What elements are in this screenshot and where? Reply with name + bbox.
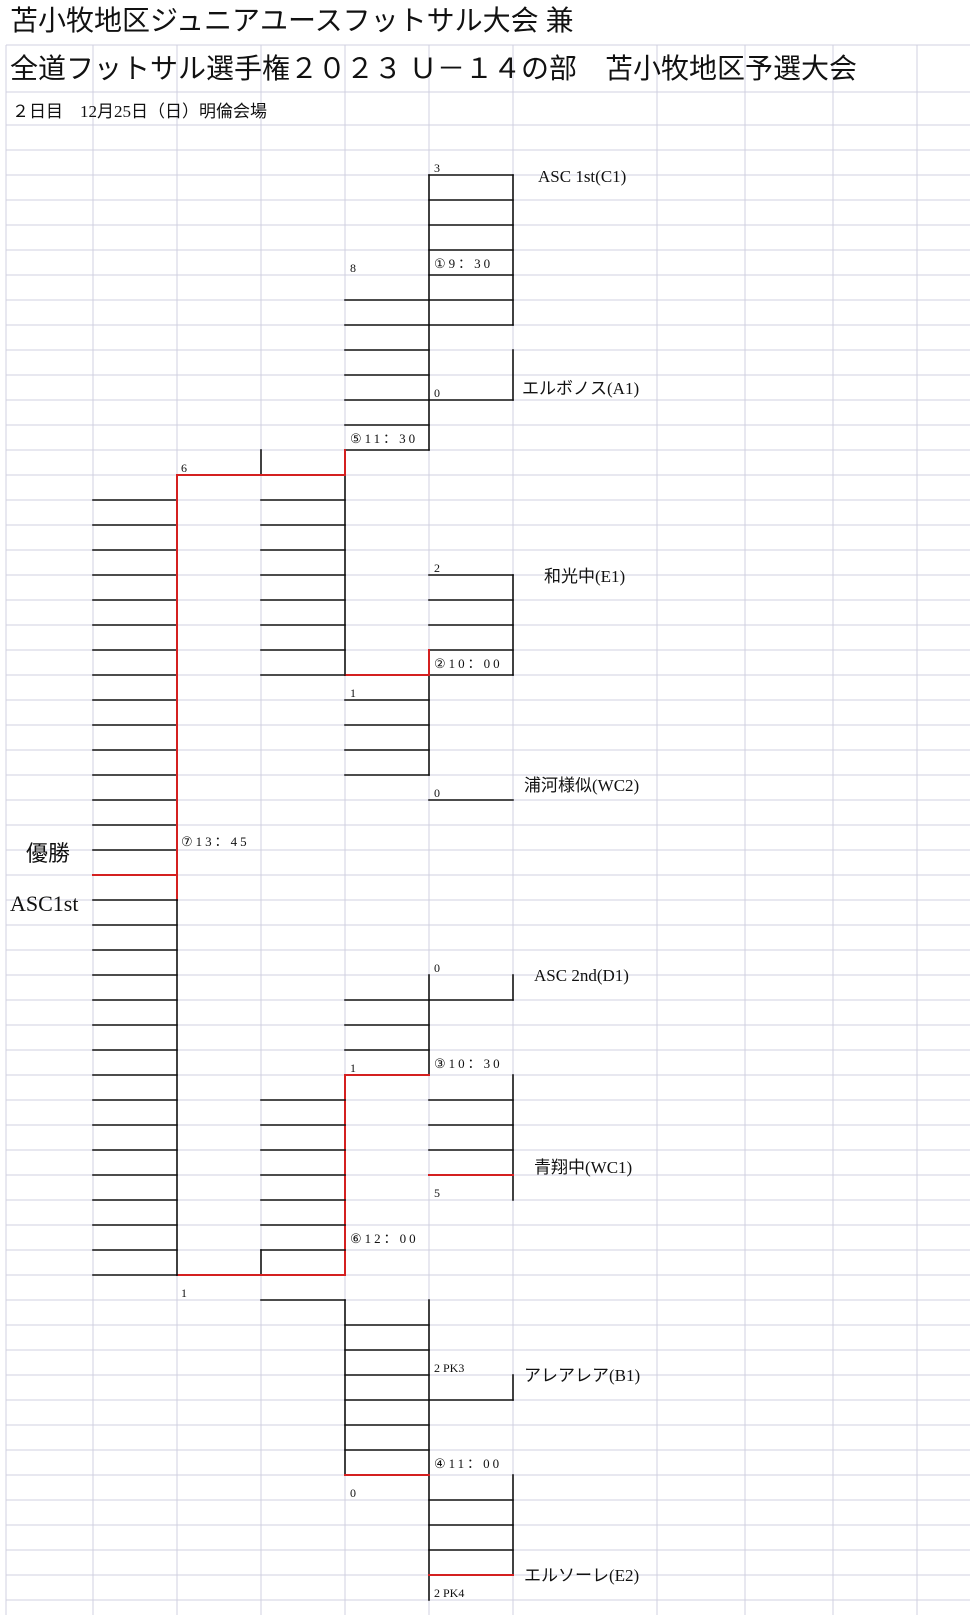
tournament-subtitle: 全道フットサル選手権２０２３ Ｕ－１４の部 苫小牧地区予選大会 <box>10 54 858 85</box>
semifinal-score: 1 <box>350 686 356 700</box>
semifinal-score: 1 <box>350 1061 356 1075</box>
date-venue: ２日目 12月25日（日）明倫会場 <box>12 102 267 121</box>
team-name: 青翔中(WC1) <box>534 1158 633 1177</box>
match-time: ③10：30 <box>434 1056 503 1071</box>
match-time: ⑤11：30 <box>350 431 419 446</box>
champion-name: ASC1st <box>10 891 79 916</box>
team-name: ASC 2nd(D1) <box>534 966 629 985</box>
team-score: 2 <box>434 561 440 575</box>
team-name: 和光中(E1) <box>544 567 626 586</box>
team-name: 浦河様似(WC2) <box>524 776 640 795</box>
champion-label: 優勝 <box>26 841 71 866</box>
match-time: ④11：00 <box>434 1456 503 1471</box>
semifinal-score: 8 <box>350 261 356 275</box>
team-score: 2 PK3 <box>434 1361 465 1375</box>
semifinal-score: 0 <box>350 1486 356 1500</box>
team-name: エルボノス(A1) <box>522 379 640 398</box>
match-time: ②10：00 <box>434 656 503 671</box>
team-score: 0 <box>434 961 440 975</box>
tournament-title: 苫小牧地区ジュニアユースフットサル大会 兼 <box>10 6 574 37</box>
team-name: ASC 1st(C1) <box>538 167 627 186</box>
match-time: ⑦13：45 <box>181 834 250 849</box>
team-score: 3 <box>434 161 440 175</box>
match-time: ①9：30 <box>434 256 494 271</box>
team-score: 0 <box>434 386 440 400</box>
match-time: ⑥12：00 <box>350 1231 419 1246</box>
team-score: 0 <box>434 786 440 800</box>
final-score: 1 <box>181 1286 187 1300</box>
team-score: 2 PK4 <box>434 1586 465 1600</box>
team-name: エルソーレ(E2) <box>524 1566 640 1585</box>
final-score: 6 <box>181 461 187 475</box>
team-score: 5 <box>434 1186 440 1200</box>
team-name: アレアレア(B1) <box>524 1366 641 1385</box>
